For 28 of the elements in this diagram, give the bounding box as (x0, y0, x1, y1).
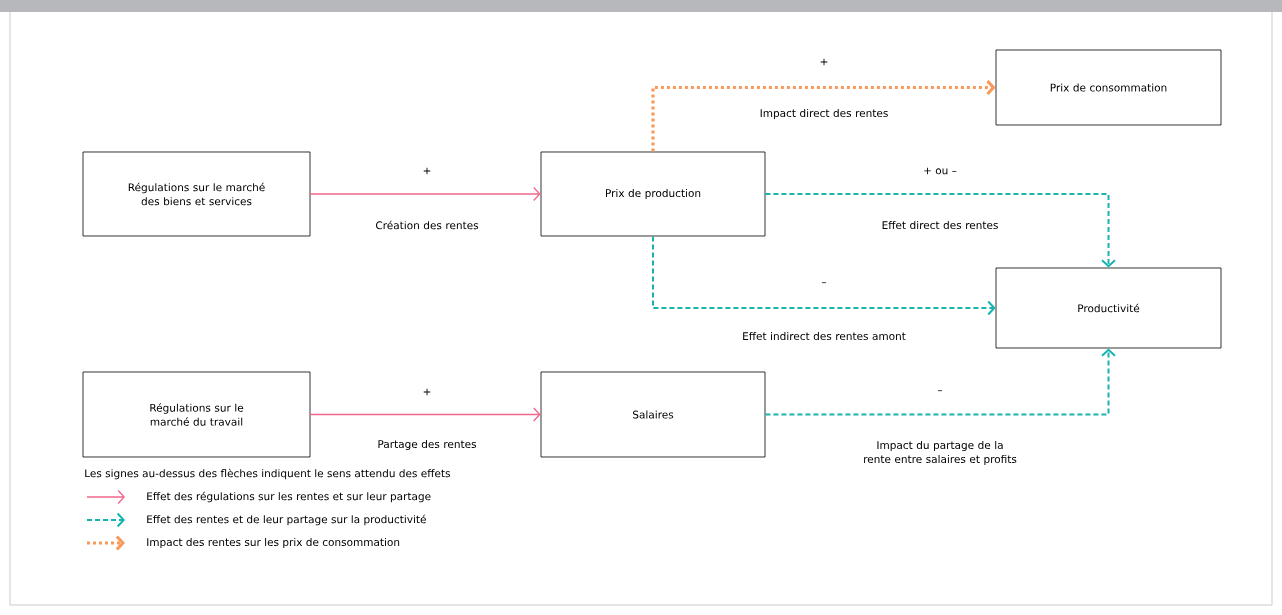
sign-label: + (423, 167, 431, 175)
sign-label: + (820, 58, 828, 66)
edge-label: Effet direct des rentes (882, 220, 998, 230)
process-box: Prix de production (540, 151, 766, 237)
arrow (764, 193, 1116, 268)
arrow (652, 235, 996, 316)
edge-label: Partage des rentes (378, 439, 477, 451)
sign-label: + ou – (924, 167, 957, 175)
edge-label: Création des rentes (375, 220, 479, 230)
edge-label: Impact du partage de la rente entre salaires et profits (864, 440, 1017, 466)
process-box: Prix de consommation (995, 49, 1222, 126)
legend-text: Effet des régulations sur les rentes et sur leur partage (147, 491, 431, 503)
arrow (651, 79, 996, 152)
legend-text: Effet des rentes et de leur partage sur la productivité (147, 514, 426, 526)
legend-text: Impact des rentes sur les prix de consommation (147, 537, 400, 549)
process-box: Régulations sur le marché du travail (82, 371, 311, 458)
process-box: Salaires (540, 371, 766, 458)
edge-label: Effet indirect des rentes amont (743, 331, 906, 341)
sign-label: – (937, 390, 943, 392)
arrow (309, 186, 541, 202)
process-box: Régulations sur le marché des biens et services (82, 151, 311, 237)
arrow (764, 348, 1116, 416)
edge-label: Impact direct des rentes (760, 108, 888, 120)
sign-label: + (423, 388, 431, 396)
arrow (309, 407, 541, 422)
note: Les signes au-dessus des flèches indiquent le sens attendu des effets (85, 468, 450, 480)
process-box: Productivité (995, 267, 1222, 349)
sign-label: – (821, 282, 827, 284)
